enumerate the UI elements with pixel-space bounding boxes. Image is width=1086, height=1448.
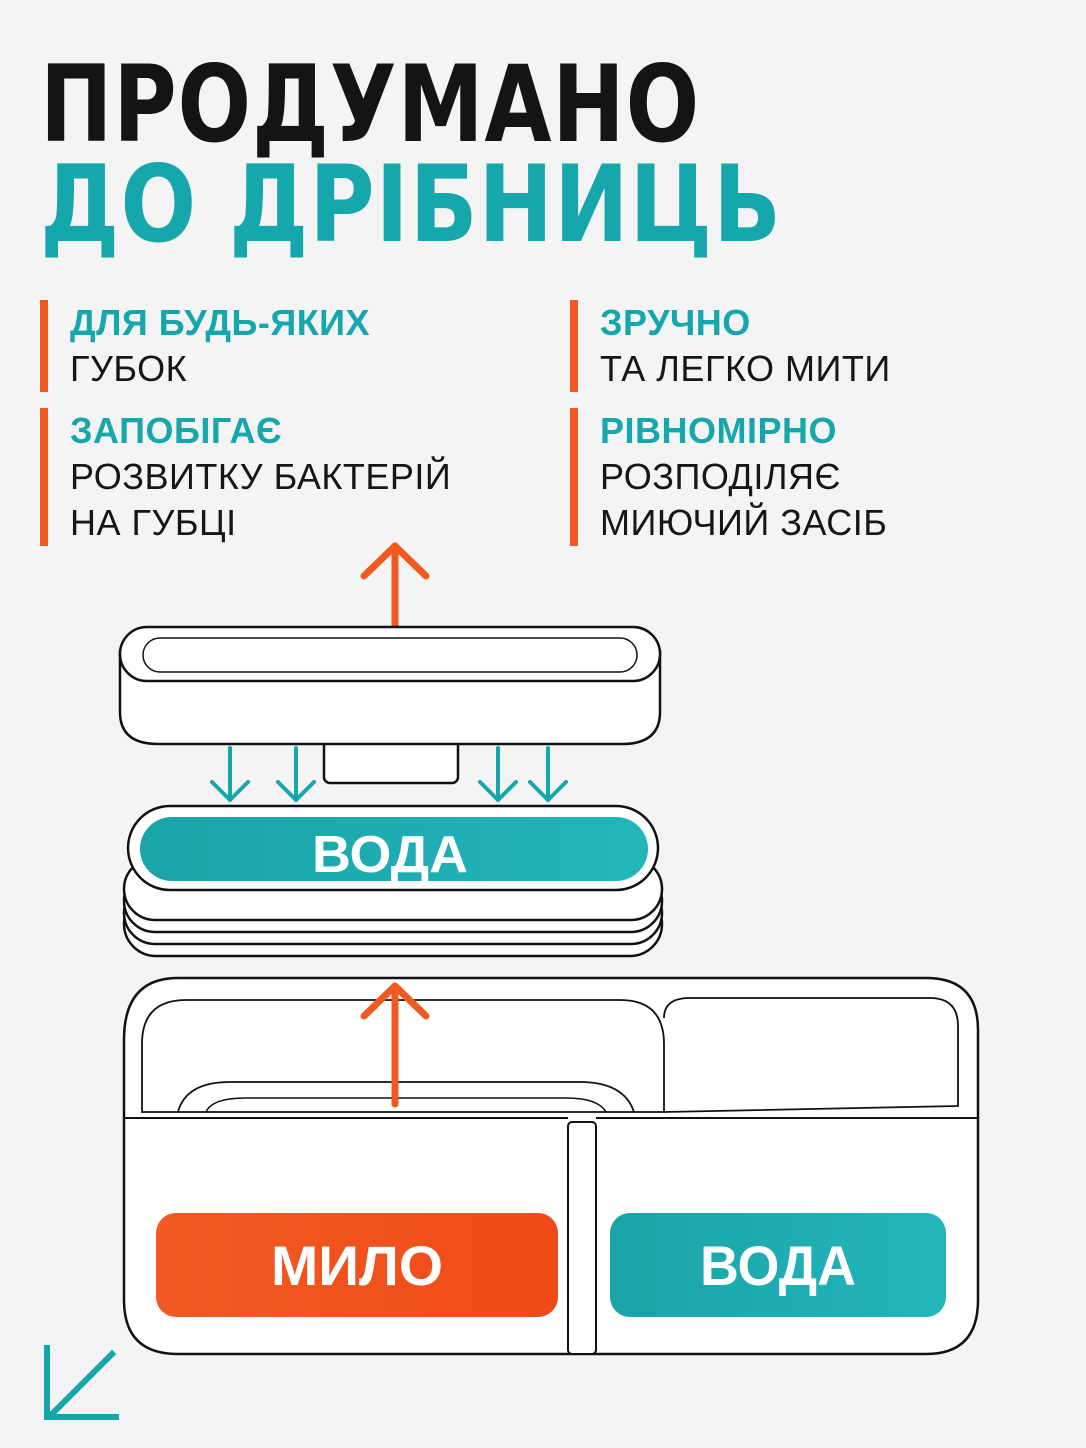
- arrow-down-icon: [210, 746, 250, 802]
- feature-accent: ЗАПОБІГАЄ: [70, 410, 283, 451]
- arrow-down-icon: [276, 746, 316, 802]
- feature-text: МИЮЧИЙ ЗАСІБ: [600, 502, 888, 543]
- water-label-middle-text: ВОДА: [312, 826, 468, 884]
- arrow-down-icon: [478, 746, 518, 802]
- feature-accent: ДЛЯ БУДЬ-ЯКИХ: [70, 302, 371, 343]
- sponge-lid: [118, 625, 662, 785]
- feature-text: РОЗПОДІЛЯЄ: [600, 456, 841, 497]
- feature-prevents-bacteria: ЗАПОБІГАЄ РОЗВИТКУ БАКТЕРІЙ НА ГУБЦІ: [40, 408, 451, 546]
- water-label-bottom-text: ВОДА: [700, 1234, 856, 1297]
- soap-label-text: МИЛО: [271, 1234, 443, 1297]
- feature-accent: ЗРУЧНО: [600, 302, 751, 343]
- feature-easy-wash: ЗРУЧНО ТА ЛЕГКО МИТИ: [570, 300, 891, 392]
- water-label-middle: [140, 817, 648, 881]
- feature-any-sponges: ДЛЯ БУДЬ-ЯКИХ ГУБОК: [40, 300, 370, 392]
- title-line-1: ПРОДУМАНО: [40, 43, 700, 166]
- feature-text: ГУБОК: [70, 348, 188, 389]
- feature-text: РОЗВИТКУ БАКТЕРІЙ: [70, 456, 452, 497]
- dispenser-illustration: ВОДА МИЛО ВОДА: [44, 542, 980, 1421]
- soap-label: [156, 1213, 558, 1317]
- arrow-down-left-icon: [44, 1345, 119, 1421]
- feature-text: ТА ЛЕГКО МИТИ: [600, 348, 891, 389]
- arrow-down-icon: [528, 746, 568, 802]
- feature-text: НА ГУБЦІ: [70, 502, 237, 543]
- feature-accent: РІВНОМІРНО: [600, 410, 838, 451]
- title-line-2: ДО ДРІБНИЦЬ: [40, 143, 782, 266]
- arrow-up-icon: [360, 982, 430, 1108]
- feature-even-distribution: РІВНОМІРНО РОЗПОДІЛЯЄ МИЮЧИЙ ЗАСІБ: [570, 408, 887, 546]
- water-label-bottom: [610, 1213, 946, 1317]
